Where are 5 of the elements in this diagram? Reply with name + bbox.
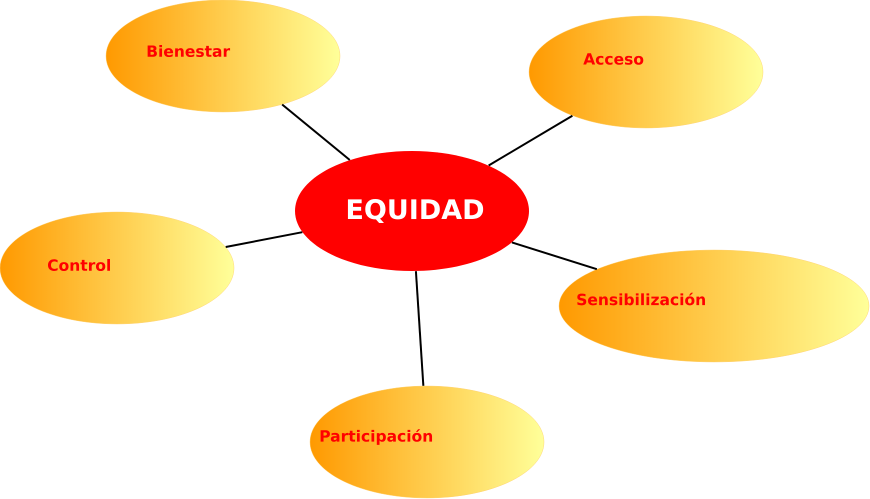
connector-line bbox=[488, 114, 573, 166]
connector-line bbox=[226, 231, 302, 248]
connector-line bbox=[512, 242, 598, 270]
connector-line bbox=[282, 104, 350, 161]
connector-line bbox=[414, 271, 424, 386]
